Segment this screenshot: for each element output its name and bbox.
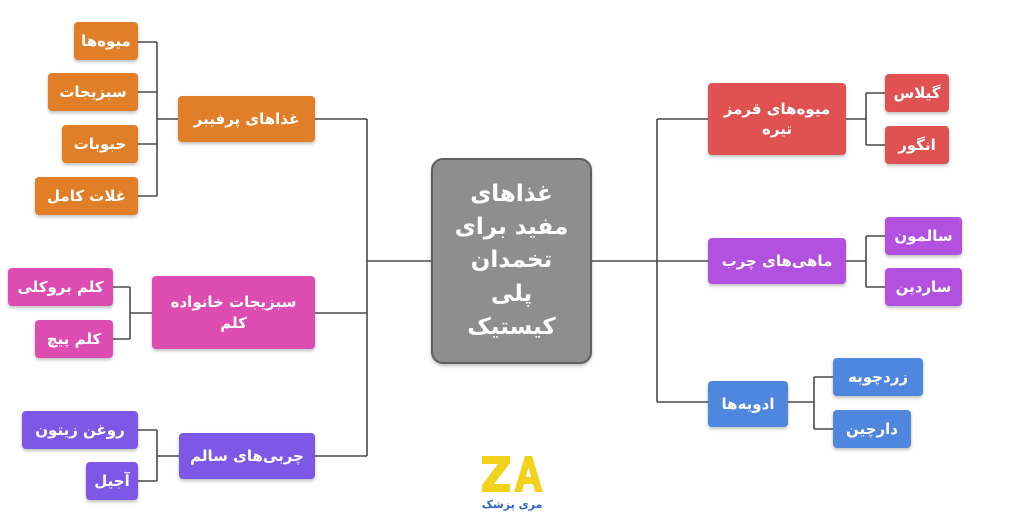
connector-center-left bbox=[315, 118, 431, 457]
leaf-cherries: گیلاس bbox=[885, 74, 949, 112]
branch-healthy-fats: چربی‌های سالم bbox=[179, 433, 315, 479]
logo-text: مری پزشک bbox=[482, 498, 543, 511]
central-topic: غذاهای مفید برای تخمدان پلی کیستیک bbox=[431, 158, 592, 364]
leaf-cinnamon: دارچین bbox=[833, 410, 911, 448]
leaf-fruits: میوه‌ها bbox=[74, 22, 138, 60]
logo-mark bbox=[482, 456, 543, 492]
leaf-sardines: ساردین bbox=[885, 268, 962, 306]
connector-center-right bbox=[592, 118, 708, 403]
connector-fiber bbox=[138, 41, 178, 197]
leaf-whole-grains: غلات کامل bbox=[35, 177, 138, 215]
leaf-grapes: انگور bbox=[885, 126, 949, 164]
branch-fatty-fish: ماهی‌های چرب bbox=[708, 238, 846, 284]
branch-dark-red-fruits: میوه‌های قرمز تیره bbox=[708, 83, 846, 155]
branch-high-fiber-foods: غذاهای پرفیبر bbox=[178, 96, 315, 142]
za-logo-icon: مری پزشک bbox=[482, 456, 543, 511]
leaf-salmon: سالمون bbox=[885, 217, 962, 255]
connector-fats bbox=[138, 429, 179, 482]
leaf-cabbage: کلم پیچ bbox=[35, 320, 113, 358]
connector-cabbage bbox=[113, 286, 152, 340]
branch-cruciferous-vegetables: سبزیجات خانواده کلم bbox=[152, 276, 315, 349]
leaf-broccoli: کلم بروکلی bbox=[8, 268, 113, 306]
connector-berries bbox=[846, 92, 885, 146]
leaf-vegetables: سبزیجات bbox=[48, 73, 138, 111]
connector-fish bbox=[846, 235, 885, 288]
leaf-nuts: آجیل bbox=[86, 462, 138, 500]
leaf-olive-oil: روغن زیتون bbox=[22, 411, 138, 449]
connector-spices bbox=[788, 376, 833, 430]
leaf-turmeric: زردچوبه bbox=[833, 358, 923, 396]
leaf-legumes: حبوبات bbox=[62, 125, 138, 163]
branch-spices: ادویه‌ها bbox=[708, 381, 788, 427]
